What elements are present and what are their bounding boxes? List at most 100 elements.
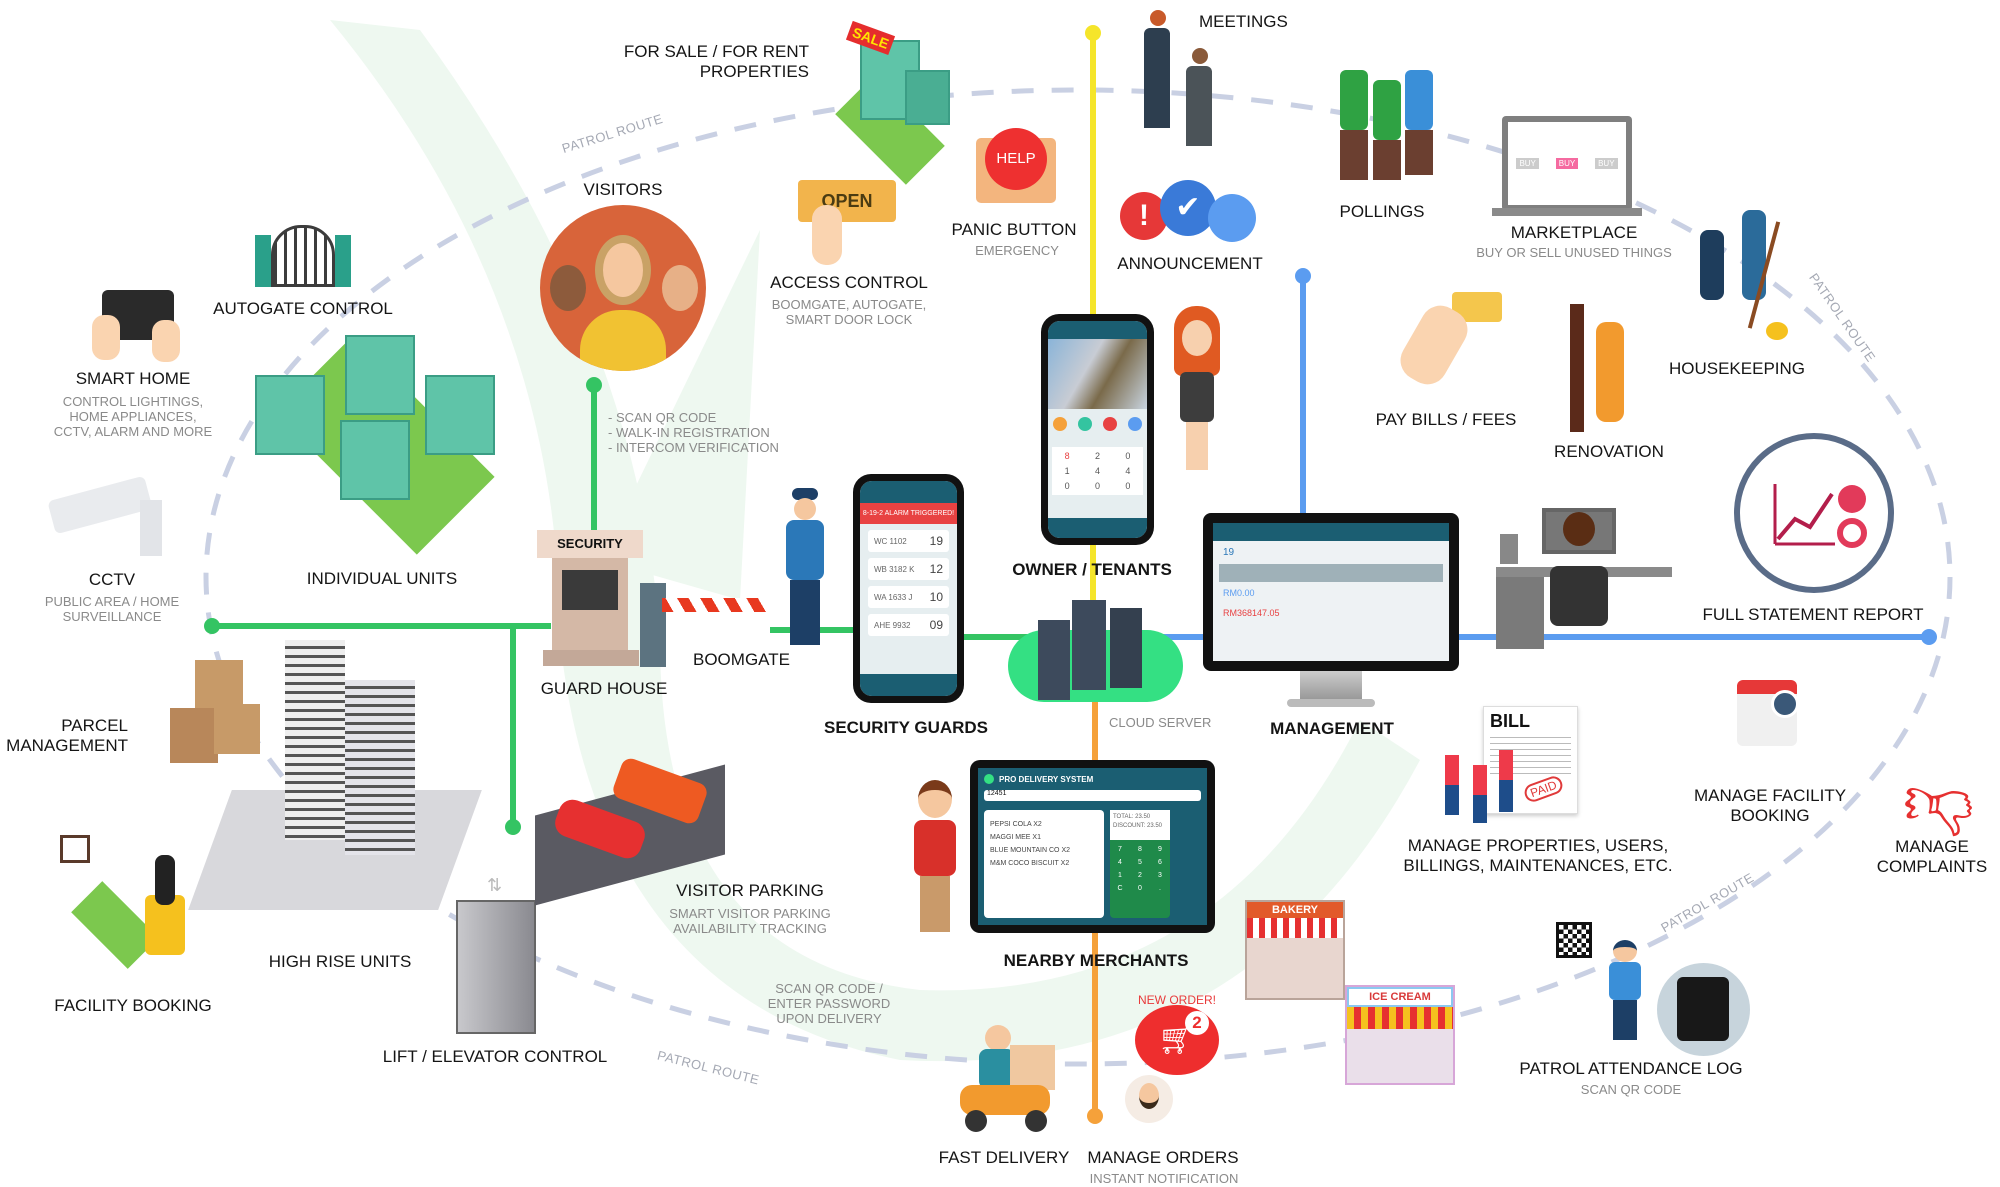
server-icon: [1110, 608, 1142, 688]
meetings-label: MEETINGS: [1199, 12, 1288, 31]
individual-units-icon: [225, 325, 545, 555]
visitor-parking-label: VISITOR PARKING: [676, 881, 824, 900]
server-icon: [1072, 600, 1106, 690]
attendance-device-icon: [1677, 977, 1729, 1041]
alarm-banner: 8-19-2 ALARM TRIGGERED!: [860, 503, 957, 524]
keypad-key[interactable]: 9: [1158, 846, 1162, 853]
visitors-avatar-icon: [540, 205, 706, 371]
keypad-key[interactable]: 2: [1138, 872, 1142, 879]
stat-value: 8: [1064, 451, 1070, 461]
nearby-merchants-label: NEARBY MERCHANTS: [1003, 951, 1189, 970]
high-rise-label: HIGH RISE UNITS: [268, 952, 412, 971]
housekeeping-icon: [1690, 210, 1790, 345]
manage-orders-sub: INSTANT NOTIFICATION: [1089, 1171, 1239, 1186]
marketplace-label: MARKETPLACE: [1510, 223, 1638, 242]
help-button-icon: HELP: [985, 128, 1047, 190]
connector-endpoint: [204, 618, 220, 634]
manage-properties-label: MANAGE PROPERTIES, USERS,BILLINGS, MAINT…: [1403, 836, 1673, 875]
boomgate-bar-icon: [662, 598, 767, 612]
users-icon: [1445, 745, 1520, 825]
smart-home-label: SMART HOME: [75, 369, 191, 388]
fast-delivery-label: FAST DELIVERY: [938, 1148, 1070, 1167]
worker-head: [1563, 512, 1595, 546]
keypad-key[interactable]: 4: [1118, 859, 1122, 866]
tenant-woman-icon: [1170, 306, 1224, 471]
new-order-label: NEW ORDER!: [1138, 993, 1216, 1007]
polling-people-icon: [1335, 40, 1435, 180]
connector-endpoint: [1295, 268, 1311, 284]
connector-endpoint: [1087, 1108, 1103, 1124]
units-connector-line: [213, 623, 551, 629]
hand-icon: [812, 205, 842, 265]
stat-value: 0: [1125, 481, 1131, 491]
keypad-key[interactable]: 8: [1138, 846, 1142, 853]
owner-tenants-label: OWNER / TENANTS: [1012, 560, 1172, 579]
keypad-key[interactable]: 1: [1118, 872, 1122, 879]
guard-house-base: [543, 650, 639, 666]
order-discount: DISCOUNT: 23.50: [1113, 823, 1163, 829]
pay-bills-label: PAY BILLS / FEES: [1375, 410, 1517, 429]
panic-button-label: PANIC BUTTON: [951, 220, 1077, 239]
autogate-icon: [255, 225, 351, 287]
bill-title: BILL: [1490, 711, 1530, 731]
order-search-input[interactable]: 12451: [984, 790, 1201, 801]
full-statement-label: FULL STATEMENT REPORT: [1702, 605, 1924, 624]
visitors-label: VISITORS: [583, 180, 663, 199]
buy-tag: BUY: [1555, 158, 1579, 169]
lift-icon: [456, 900, 536, 1034]
thumbs-down-icon: 👎︎: [1903, 761, 1975, 839]
boomgate-label: BOOMGATE: [693, 650, 790, 669]
calendar-icon: [1737, 680, 1799, 746]
screen-balance: RM0.00: [1223, 588, 1255, 598]
parking-connector-line: [510, 626, 516, 826]
access-control-label: ACCESS CONTROL: [770, 273, 928, 292]
visitor-parking-icon: [515, 755, 745, 906]
report-chart-icon: [1734, 433, 1894, 593]
order-item: MAGGI MEE X1: [990, 834, 1041, 841]
cctv-label: CCTV: [88, 570, 136, 589]
paid-stamp: PAID: [1522, 773, 1566, 805]
patrol-route-path: [203, 87, 1953, 1067]
guard-house-label: GUARD HOUSE: [540, 679, 668, 698]
autogate-label: AUTOGATE CONTROL: [213, 299, 393, 318]
keypad-key[interactable]: 0: [1138, 885, 1142, 892]
access-control-sub: BOOMGATE, AUTOGATE,SMART DOOR LOCK: [771, 297, 927, 327]
keypad-key[interactable]: 7: [1118, 846, 1122, 853]
keypad-key[interactable]: .: [1159, 885, 1161, 892]
manage-orders-label: MANAGE ORDERS: [1087, 1148, 1239, 1167]
connector-endpoint: [1921, 629, 1937, 645]
order-count-badge: 2: [1185, 1011, 1209, 1035]
keypad-key[interactable]: 5: [1138, 859, 1142, 866]
connector-endpoint: [586, 377, 602, 393]
screen-count: 19: [1223, 547, 1235, 558]
order-item: PEPSI COLA X2: [990, 821, 1042, 828]
stat-value: 1: [1064, 466, 1070, 476]
keypad-key[interactable]: C: [1117, 885, 1123, 892]
gym-icon: [55, 835, 205, 975]
keypad-key[interactable]: 6: [1158, 859, 1162, 866]
monitor-stand: [1300, 671, 1362, 699]
bakery-shop-icon: BAKERY: [1245, 900, 1345, 1000]
office-chair-icon: [1550, 566, 1608, 626]
tablet-title: PRO DELIVERY SYSTEM: [999, 774, 1094, 784]
stat-value: 0: [1094, 481, 1100, 491]
security-sign: SECURITY: [537, 530, 643, 558]
keypad-key[interactable]: 3: [1158, 872, 1162, 879]
panic-button-sub: EMERGENCY: [975, 243, 1059, 258]
visitor-methods: - SCAN QR CODE- WALK-IN REGISTRATION- IN…: [608, 410, 779, 455]
cloud-server-label: CLOUD SERVER: [1109, 715, 1212, 730]
smart-home-sub: CONTROL LIGHTINGS,HOME APPLIANCES,CCTV, …: [53, 394, 213, 439]
bills-connector-line: [1300, 276, 1306, 636]
management-label: MANAGEMENT: [1270, 719, 1394, 738]
housekeeping-label: HOUSEKEEPING: [1668, 359, 1806, 378]
management-monitor: 19 RM0.00 RM368147.05: [1203, 513, 1459, 671]
